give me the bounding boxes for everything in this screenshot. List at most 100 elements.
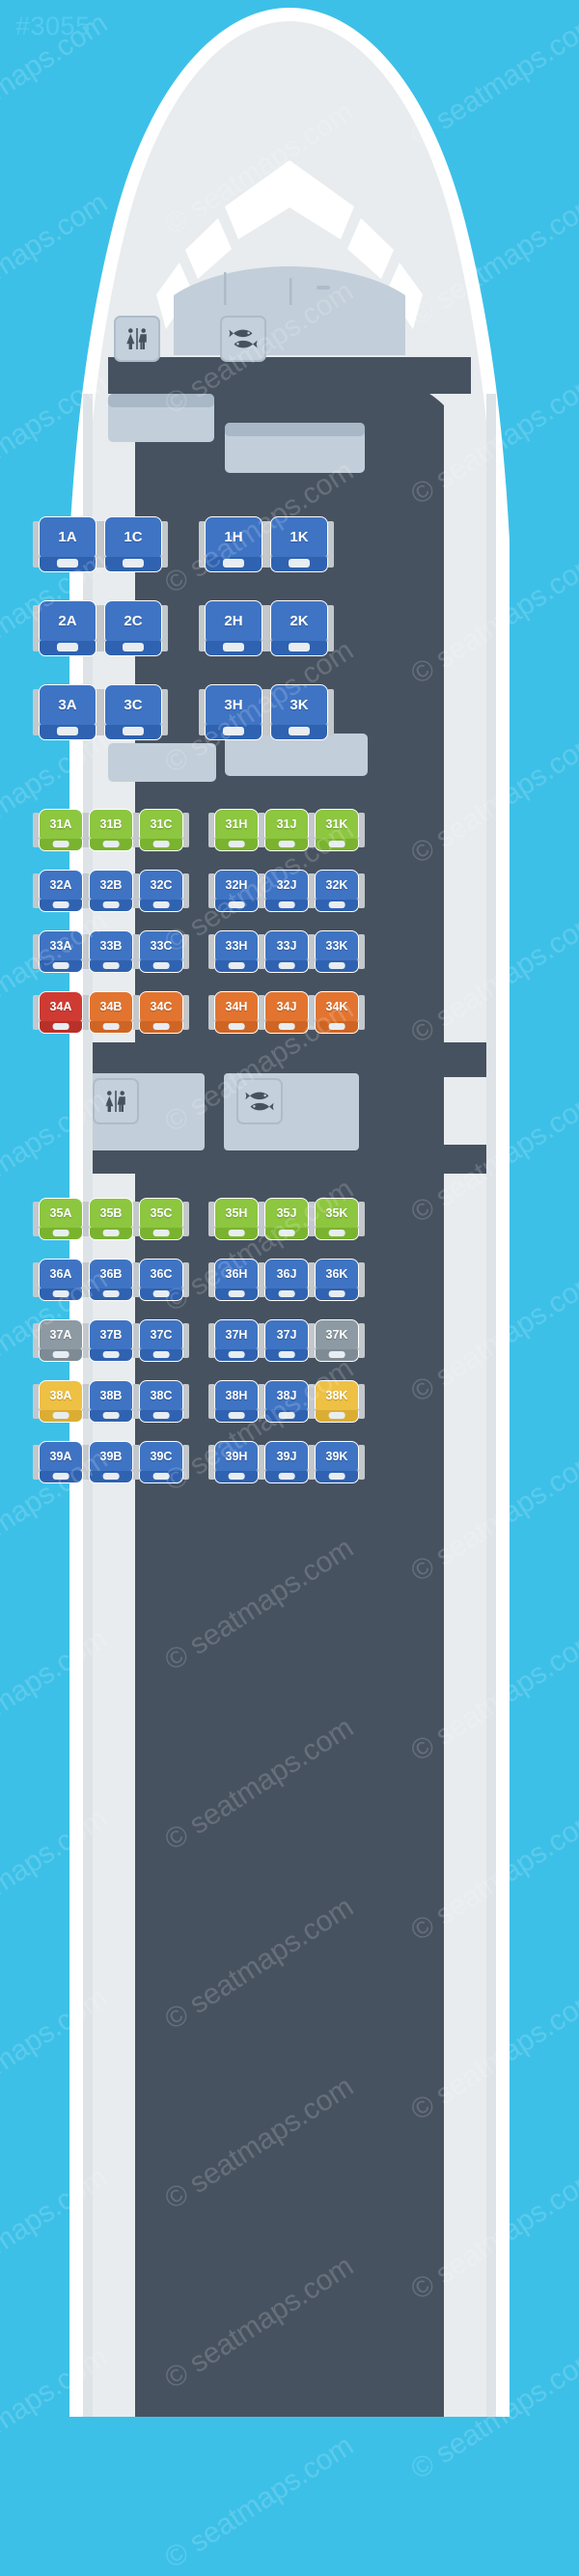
armrest-left	[98, 520, 105, 568]
armrest-left	[83, 1261, 90, 1298]
armrest-left	[309, 994, 316, 1031]
seat-cushion	[264, 1228, 309, 1240]
seat-36A[interactable]: 36A	[33, 1259, 89, 1301]
seat-cushion	[104, 641, 162, 656]
seat-3H[interactable]: 3H	[199, 684, 268, 740]
seat-39H[interactable]: 39H	[208, 1441, 264, 1483]
seat-33K[interactable]: 33K	[309, 930, 365, 973]
seat-2H[interactable]: 2H	[199, 600, 268, 656]
seat-35J[interactable]: 35J	[259, 1198, 315, 1240]
armrest-left	[33, 1201, 40, 1237]
seat-2C[interactable]: 2C	[98, 600, 168, 656]
seat-2A[interactable]: 2A	[33, 600, 102, 656]
seat-3K[interactable]: 3K	[264, 684, 334, 740]
seat-label: 38C	[139, 1380, 183, 1410]
armrest-left	[309, 873, 316, 909]
seat-34H[interactable]: 34H	[208, 991, 264, 1034]
lavatory-icon[interactable]	[114, 316, 160, 362]
armrest-left	[199, 520, 206, 568]
armrest-right	[182, 994, 189, 1031]
seat-cushion	[39, 1471, 83, 1483]
seat-label: 2A	[39, 600, 96, 641]
seat-cushion	[315, 960, 359, 973]
seat-31J[interactable]: 31J	[259, 809, 315, 851]
seat-33C[interactable]: 33C	[133, 930, 189, 973]
seat-36K[interactable]: 36K	[309, 1259, 365, 1301]
armrest-right	[358, 994, 365, 1031]
seat-31H[interactable]: 31H	[208, 809, 264, 851]
seat-34B[interactable]: 34B	[83, 991, 139, 1034]
seat-1A[interactable]: 1A	[33, 516, 102, 572]
seat-34K[interactable]: 34K	[309, 991, 365, 1034]
seat-36J[interactable]: 36J	[259, 1259, 315, 1301]
seat-37A[interactable]: 37A	[33, 1319, 89, 1362]
seat-36H[interactable]: 36H	[208, 1259, 264, 1301]
seat-1C[interactable]: 1C	[98, 516, 168, 572]
seat-35B[interactable]: 35B	[83, 1198, 139, 1240]
seat-39B[interactable]: 39B	[83, 1441, 139, 1483]
seat-label: 33B	[89, 930, 133, 960]
seat-33H[interactable]: 33H	[208, 930, 264, 973]
seat-35K[interactable]: 35K	[309, 1198, 365, 1240]
galley-icon[interactable]	[236, 1078, 283, 1124]
armrest-right	[327, 604, 334, 652]
seat-cushion	[89, 1349, 133, 1362]
armrest-right	[327, 520, 334, 568]
seat-37C[interactable]: 37C	[133, 1319, 189, 1362]
seat-32A[interactable]: 32A	[33, 870, 89, 912]
seat-39K[interactable]: 39K	[309, 1441, 365, 1483]
seat-38B[interactable]: 38B	[83, 1380, 139, 1423]
seat-31K[interactable]: 31K	[309, 809, 365, 851]
seat-32H[interactable]: 32H	[208, 870, 264, 912]
seat-2K[interactable]: 2K	[264, 600, 334, 656]
seat-32B[interactable]: 32B	[83, 870, 139, 912]
seat-38A[interactable]: 38A	[33, 1380, 89, 1423]
seat-37J[interactable]: 37J	[259, 1319, 315, 1362]
seat-34C[interactable]: 34C	[133, 991, 189, 1034]
seat-32J[interactable]: 32J	[259, 870, 315, 912]
seat-38K[interactable]: 38K	[309, 1380, 365, 1423]
seat-34J[interactable]: 34J	[259, 991, 315, 1034]
seat-35C[interactable]: 35C	[133, 1198, 189, 1240]
seat-36C[interactable]: 36C	[133, 1259, 189, 1301]
seat-label: 3H	[205, 684, 262, 725]
seat-32C[interactable]: 32C	[133, 870, 189, 912]
seat-37K[interactable]: 37K	[309, 1319, 365, 1362]
lavatory-icon[interactable]	[93, 1078, 139, 1124]
seat-3C[interactable]: 3C	[98, 684, 168, 740]
galley-icon[interactable]	[220, 316, 266, 362]
seat-label: 31A	[39, 809, 83, 839]
seat-cushion	[264, 1288, 309, 1301]
seat-3A[interactable]: 3A	[33, 684, 102, 740]
seat-1H[interactable]: 1H	[199, 516, 268, 572]
seat-35A[interactable]: 35A	[33, 1198, 89, 1240]
seat-label: 38A	[39, 1380, 83, 1410]
seat-39A[interactable]: 39A	[33, 1441, 89, 1483]
seat-cushion	[264, 1021, 309, 1034]
armrest-left	[259, 873, 265, 909]
seat-38J[interactable]: 38J	[259, 1380, 315, 1423]
seat-cushion	[270, 725, 328, 740]
seat-33A[interactable]: 33A	[33, 930, 89, 973]
seat-31B[interactable]: 31B	[83, 809, 139, 851]
seat-37H[interactable]: 37H	[208, 1319, 264, 1362]
seat-39C[interactable]: 39C	[133, 1441, 189, 1483]
seat-1K[interactable]: 1K	[264, 516, 334, 572]
seat-33B[interactable]: 33B	[83, 930, 139, 973]
seat-34A[interactable]: 34A	[33, 991, 89, 1034]
seat-38H[interactable]: 38H	[208, 1380, 264, 1423]
seat-39J[interactable]: 39J	[259, 1441, 315, 1483]
seat-31C[interactable]: 31C	[133, 809, 189, 851]
seat-37B[interactable]: 37B	[83, 1319, 139, 1362]
seat-38C[interactable]: 38C	[133, 1380, 189, 1423]
seat-36B[interactable]: 36B	[83, 1259, 139, 1301]
seat-cushion	[139, 1288, 183, 1301]
seat-cushion	[139, 1471, 183, 1483]
seat-32K[interactable]: 32K	[309, 870, 365, 912]
seat-33J[interactable]: 33J	[259, 930, 315, 973]
seat-35H[interactable]: 35H	[208, 1198, 264, 1240]
armrest-left	[309, 933, 316, 970]
armrest-left	[208, 1201, 215, 1237]
seat-31A[interactable]: 31A	[33, 809, 89, 851]
armrest-right	[358, 1444, 365, 1481]
